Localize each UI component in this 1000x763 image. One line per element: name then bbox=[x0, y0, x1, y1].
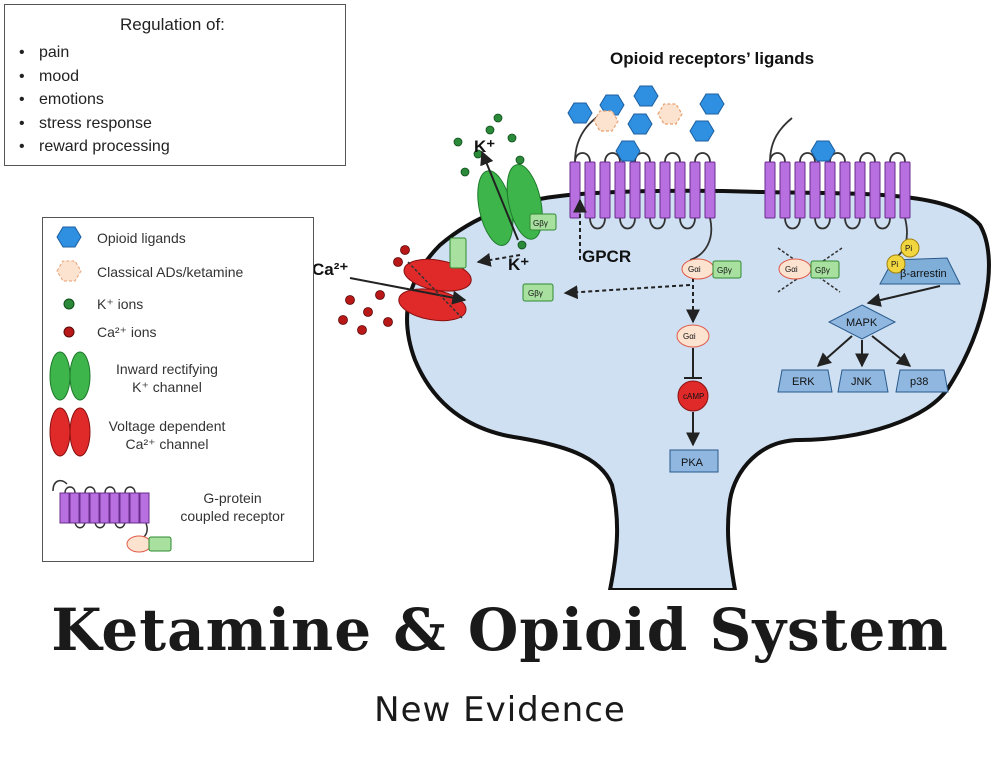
legend-k-ions: K⁺ ions bbox=[97, 296, 144, 312]
legend-inward-line1: Inward rectifying bbox=[116, 361, 218, 377]
legend-voltage-ca-channel: Voltage dependent Ca²⁺ channel bbox=[97, 417, 237, 453]
erk-box bbox=[777, 369, 833, 393]
g-alpha-label: Gαi bbox=[688, 265, 701, 274]
regulation-list: pain mood emotions stress response rewar… bbox=[19, 41, 170, 159]
pka-label: PKA bbox=[681, 457, 704, 469]
pi-label-2: Pi bbox=[891, 260, 898, 269]
opioid-ligand-icon bbox=[56, 226, 82, 248]
legend-inward-k-channel: Inward rectifying K⁺ channel bbox=[97, 360, 237, 396]
jnk-box bbox=[837, 369, 889, 393]
g-alpha-label-3: Gαi bbox=[683, 332, 696, 341]
pi-2 bbox=[886, 254, 906, 274]
legend-gpcr: G-protein coupled receptor bbox=[155, 489, 310, 525]
legend-voltage-line1: Voltage dependent bbox=[108, 418, 226, 434]
mapk-diamond bbox=[827, 304, 897, 340]
g-beta-gamma-ca bbox=[449, 237, 467, 269]
regulation-box: Regulation of: pain mood emotions stress… bbox=[4, 4, 346, 166]
k-ion-icon bbox=[63, 298, 75, 310]
erk-label: ERK bbox=[792, 376, 815, 388]
g-alpha-free bbox=[676, 324, 710, 348]
g-bg-label-3: Gβγ bbox=[528, 289, 543, 298]
pka-box bbox=[669, 449, 719, 473]
legend-inward-line2: K⁺ channel bbox=[132, 379, 202, 395]
p38-box bbox=[895, 369, 949, 393]
ligand-cluster bbox=[567, 85, 836, 162]
k-plus-label: K⁺ bbox=[474, 137, 495, 156]
legend-classical-ads: Classical ADs/ketamine bbox=[97, 264, 244, 280]
g-beta-gamma-free bbox=[522, 283, 554, 302]
legend-voltage-line2: Ca²⁺ channel bbox=[125, 436, 209, 452]
k-ion-dots bbox=[453, 113, 543, 250]
g-beta-gamma-active bbox=[712, 260, 742, 279]
g-bg-label-4: Gβγ bbox=[533, 219, 548, 228]
gpcr-receptor-left bbox=[569, 114, 716, 261]
legend-opioid-ligands: Opioid ligands bbox=[97, 230, 186, 246]
legend-ca-ions: Ca²⁺ ions bbox=[97, 324, 157, 340]
gpcr-icon bbox=[52, 479, 172, 553]
camp-label: cAMP bbox=[683, 392, 704, 401]
g-bg-label-1: Gβγ bbox=[717, 266, 732, 275]
legend-box: Opioid ligands Classical ADs/ketamine K⁺… bbox=[42, 217, 314, 562]
camp-node bbox=[677, 380, 709, 412]
ca-ion-dots bbox=[338, 245, 410, 335]
pi-label-1: Pi bbox=[905, 244, 912, 253]
regulation-item: pain bbox=[19, 41, 170, 65]
legend-gpcr-line1: G-protein bbox=[203, 490, 262, 506]
g-beta-gamma-k bbox=[529, 213, 557, 231]
regulation-item: stress response bbox=[19, 112, 170, 136]
pi-1 bbox=[900, 238, 920, 258]
regulation-item: emotions bbox=[19, 88, 170, 112]
regulation-item: reward processing bbox=[19, 135, 170, 159]
signaling-diagram: Opioid receptors’ ligands GPCR K⁺ K⁺ Ca²… bbox=[312, 49, 991, 590]
g-beta-gamma-inactive bbox=[810, 260, 840, 279]
mapk-label: MAPK bbox=[846, 317, 878, 329]
beta-arrestin-label: β-arrestin bbox=[900, 268, 947, 280]
regulation-item: mood bbox=[19, 65, 170, 89]
jnk-label: JNK bbox=[851, 376, 872, 388]
gpcr-label: GPCR bbox=[582, 247, 631, 266]
legend-gpcr-line2: coupled receptor bbox=[180, 508, 285, 524]
k-channel-icon bbox=[49, 351, 91, 401]
ca-channel-icon bbox=[49, 407, 91, 457]
p38-label: p38 bbox=[910, 376, 928, 388]
g-alpha-label-2: Gαi bbox=[785, 265, 798, 274]
classical-ad-icon bbox=[56, 260, 82, 282]
legend-symbols bbox=[49, 226, 172, 553]
ca-ion-icon bbox=[63, 326, 75, 338]
regulation-title: Regulation of: bbox=[120, 15, 225, 34]
g-bg-label-2: Gβγ bbox=[815, 266, 830, 275]
page-title: Ketamine & Opioid System bbox=[51, 596, 949, 664]
k-plus-label-2: K⁺ bbox=[508, 255, 529, 274]
page-subtitle: New Evidence bbox=[374, 690, 626, 730]
ligands-title: Opioid receptors’ ligands bbox=[610, 49, 814, 68]
ca-label: Ca²⁺ bbox=[312, 260, 348, 279]
